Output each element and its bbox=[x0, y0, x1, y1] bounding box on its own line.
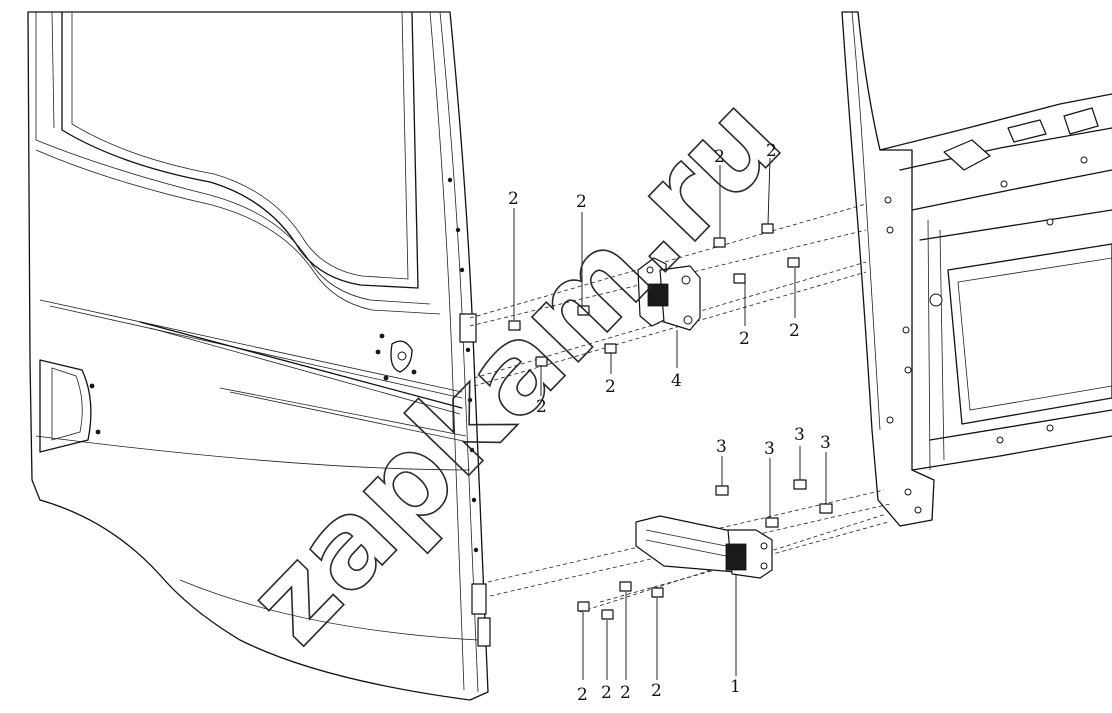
callout-label: 4 bbox=[671, 371, 682, 391]
nuts-3 bbox=[715, 479, 833, 528]
callout-label: 3 bbox=[820, 433, 831, 453]
upper-hinge bbox=[637, 257, 701, 331]
door-panel bbox=[27, 11, 491, 701]
lower-hinge bbox=[635, 515, 773, 579]
callouts: 2 2 2 2 2 2 2 2 4 3 3 3 3 2 2 2 2 1 bbox=[508, 141, 831, 705]
leader-lines bbox=[513, 157, 827, 680]
cab-pillar-frame bbox=[841, 11, 1112, 527]
callout-label: 2 bbox=[508, 189, 519, 209]
callout-label: 3 bbox=[794, 425, 805, 445]
callout-label: 2 bbox=[766, 141, 777, 161]
callout-label: 2 bbox=[651, 681, 662, 701]
callout-label: 2 bbox=[739, 329, 750, 349]
callout-label: 2 bbox=[577, 685, 588, 705]
callout-label: 3 bbox=[716, 437, 727, 457]
callout-label: 2 bbox=[536, 397, 547, 417]
callout-label: 1 bbox=[730, 677, 741, 697]
bolts-2 bbox=[508, 223, 800, 620]
callout-label: 2 bbox=[789, 321, 800, 341]
callout-label: 2 bbox=[601, 683, 612, 703]
callout-label: 2 bbox=[714, 147, 725, 167]
callout-label: 2 bbox=[620, 683, 631, 703]
callout-label: 2 bbox=[576, 192, 587, 212]
callout-label: 3 bbox=[764, 439, 775, 459]
callout-label: 2 bbox=[605, 377, 616, 397]
